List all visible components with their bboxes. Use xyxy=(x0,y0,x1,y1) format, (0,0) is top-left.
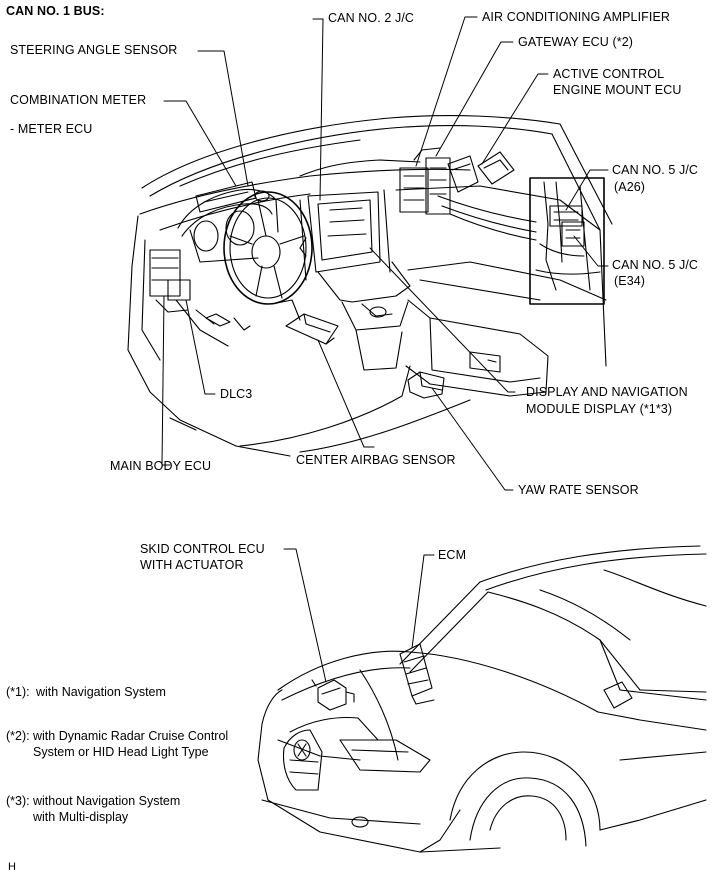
label-main-body-ecu: MAIN BODY ECU xyxy=(110,459,212,473)
label-display-navigation-line1: DISPLAY AND NAVIGATION xyxy=(526,385,688,399)
note-3-text-line2: with Multi-display xyxy=(33,810,129,824)
label-can-no5-jc-a26-code: (A26) xyxy=(614,180,646,194)
label-active-control-line1: ACTIVE CONTROL xyxy=(553,67,665,81)
label-can-no5-jc-e34-code: (E34) xyxy=(614,274,646,288)
label-skid-control-ecu-line1: SKID CONTROL ECU xyxy=(140,542,265,556)
note-2: (*2): with Dynamic Radar Cruise Control … xyxy=(6,728,266,764)
label-active-control-line2: ENGINE MOUNT ECU xyxy=(553,83,682,97)
note-1: (*1): with Navigation System xyxy=(6,684,266,702)
dashboard-interior-drawing xyxy=(127,115,613,457)
diagram-header: CAN NO. 1 BUS: xyxy=(6,4,105,18)
label-combination-meter: COMBINATION METER xyxy=(10,93,147,107)
note-3-text-line1: without Navigation System xyxy=(33,794,181,808)
note-3-key: (*3): xyxy=(6,794,30,808)
label-can-no5-jc-e34: CAN NO. 5 J/C xyxy=(612,258,699,272)
label-steering-angle-sensor: STEERING ANGLE SENSOR xyxy=(10,43,178,57)
note-2-text-line1: with Dynamic Radar Cruise Control xyxy=(33,729,229,743)
label-dlc3: DLC3 xyxy=(220,387,253,401)
leader-lines-interior xyxy=(161,16,609,491)
vehicle-exterior-drawing xyxy=(257,545,707,853)
label-gateway-ecu: GATEWAY ECU (*2) xyxy=(518,35,634,49)
note-3: (*3): without Navigation System with Mul… xyxy=(6,793,266,829)
junction-connector-inset xyxy=(529,177,605,305)
note-1-text: with Navigation System xyxy=(36,685,166,699)
label-yaw-rate-sensor: YAW RATE SENSOR xyxy=(518,483,639,497)
label-center-airbag-sensor: CENTER AIRBAG SENSOR xyxy=(296,453,456,467)
corner-mark: H xyxy=(8,861,17,873)
leader-lines-exterior xyxy=(283,548,435,683)
label-can-no5-jc-a26: CAN NO. 5 J/C xyxy=(612,163,699,177)
note-2-key: (*2): xyxy=(6,729,30,743)
label-meter-ecu: - METER ECU xyxy=(10,122,93,136)
label-ecm: ECM xyxy=(438,548,467,562)
note-1-key: (*1): xyxy=(6,685,30,699)
label-air-conditioning-amplifier: AIR CONDITIONING AMPLIFIER xyxy=(482,10,671,24)
label-display-navigation-line2: MODULE DISPLAY (*1*3) xyxy=(526,402,673,416)
label-can-no2-jc: CAN NO. 2 J/C xyxy=(328,11,415,25)
label-skid-control-ecu-line2: WITH ACTUATOR xyxy=(140,558,244,572)
note-2-text-line2: System or HID Head Light Type xyxy=(33,745,209,759)
